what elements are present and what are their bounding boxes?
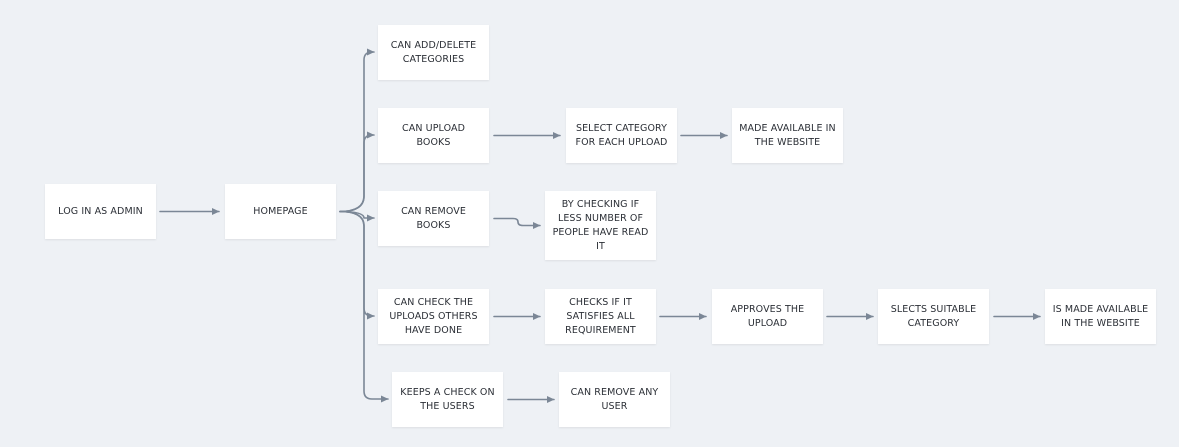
node-label: SLECTS SUITABLE CATEGORY — [890, 303, 977, 329]
node-remove-user: CAN REMOVE ANY USER — [559, 372, 670, 427]
edge-homepage-check-uploads — [339, 210, 375, 320]
node-label: CAN REMOVE BOOKS — [401, 205, 466, 231]
node-made-available: MADE AVAILABLE IN THE WEBSITE — [732, 108, 843, 163]
node-label: SELECT CATEGORY FOR EACH UPLOAD — [575, 122, 668, 148]
node-label: CAN REMOVE ANY USER — [570, 386, 659, 412]
node-upload-books: CAN UPLOAD BOOKS — [378, 108, 489, 163]
edge-homepage-upload-books — [339, 131, 375, 213]
node-login-as-admin: LOG IN AS ADMIN — [45, 184, 156, 239]
node-select-category: SELECT CATEGORY FOR EACH UPLOAD — [566, 108, 677, 163]
node-label: LOG IN AS ADMIN — [58, 205, 143, 217]
node-check-uploads: CAN CHECK THE UPLOADS OTHERS HAVE DONE — [378, 289, 489, 344]
node-add-delete-categories: CAN ADD/DELETE CATEGORIES — [378, 25, 489, 80]
node-checks-requirement: CHECKS IF IT SATISFIES ALL REQUIREMENT — [545, 289, 656, 344]
node-by-checking: BY CHECKING IF LESS NUMBER OF PEOPLE HAV… — [545, 191, 656, 260]
node-label: IS MADE AVAILABLE IN THE WEBSITE — [1052, 303, 1149, 329]
node-keeps-check-users: KEEPS A CHECK ON THE USERS — [392, 372, 503, 427]
node-label: CHECKS IF IT SATISFIES ALL REQUIREMENT — [565, 296, 636, 336]
node-label: CAN UPLOAD BOOKS — [401, 122, 466, 148]
node-approves-upload: APPROVES THE UPLOAD — [712, 289, 823, 344]
node-label: KEEPS A CHECK ON THE USERS — [400, 386, 495, 412]
node-label: CAN CHECK THE UPLOADS OTHERS HAVE DONE — [389, 296, 478, 336]
node-label: CAN ADD/DELETE CATEGORIES — [390, 39, 477, 65]
edge-homepage-keeps-check — [339, 210, 389, 403]
node-label: MADE AVAILABLE IN THE WEBSITE — [739, 122, 836, 148]
node-remove-books: CAN REMOVE BOOKS — [378, 191, 489, 246]
node-homepage: HOMEPAGE — [225, 184, 336, 239]
node-label: BY CHECKING IF LESS NUMBER OF PEOPLE HAV… — [552, 198, 649, 252]
edge-remove-books-by-checking — [493, 217, 541, 229]
node-label: APPROVES THE UPLOAD — [730, 303, 805, 329]
edge-homepage-add-delete-categories — [339, 48, 375, 213]
node-selects-category: SLECTS SUITABLE CATEGORY — [878, 289, 989, 344]
node-is-made-available: IS MADE AVAILABLE IN THE WEBSITE — [1045, 289, 1156, 344]
node-label: HOMEPAGE — [253, 205, 308, 217]
